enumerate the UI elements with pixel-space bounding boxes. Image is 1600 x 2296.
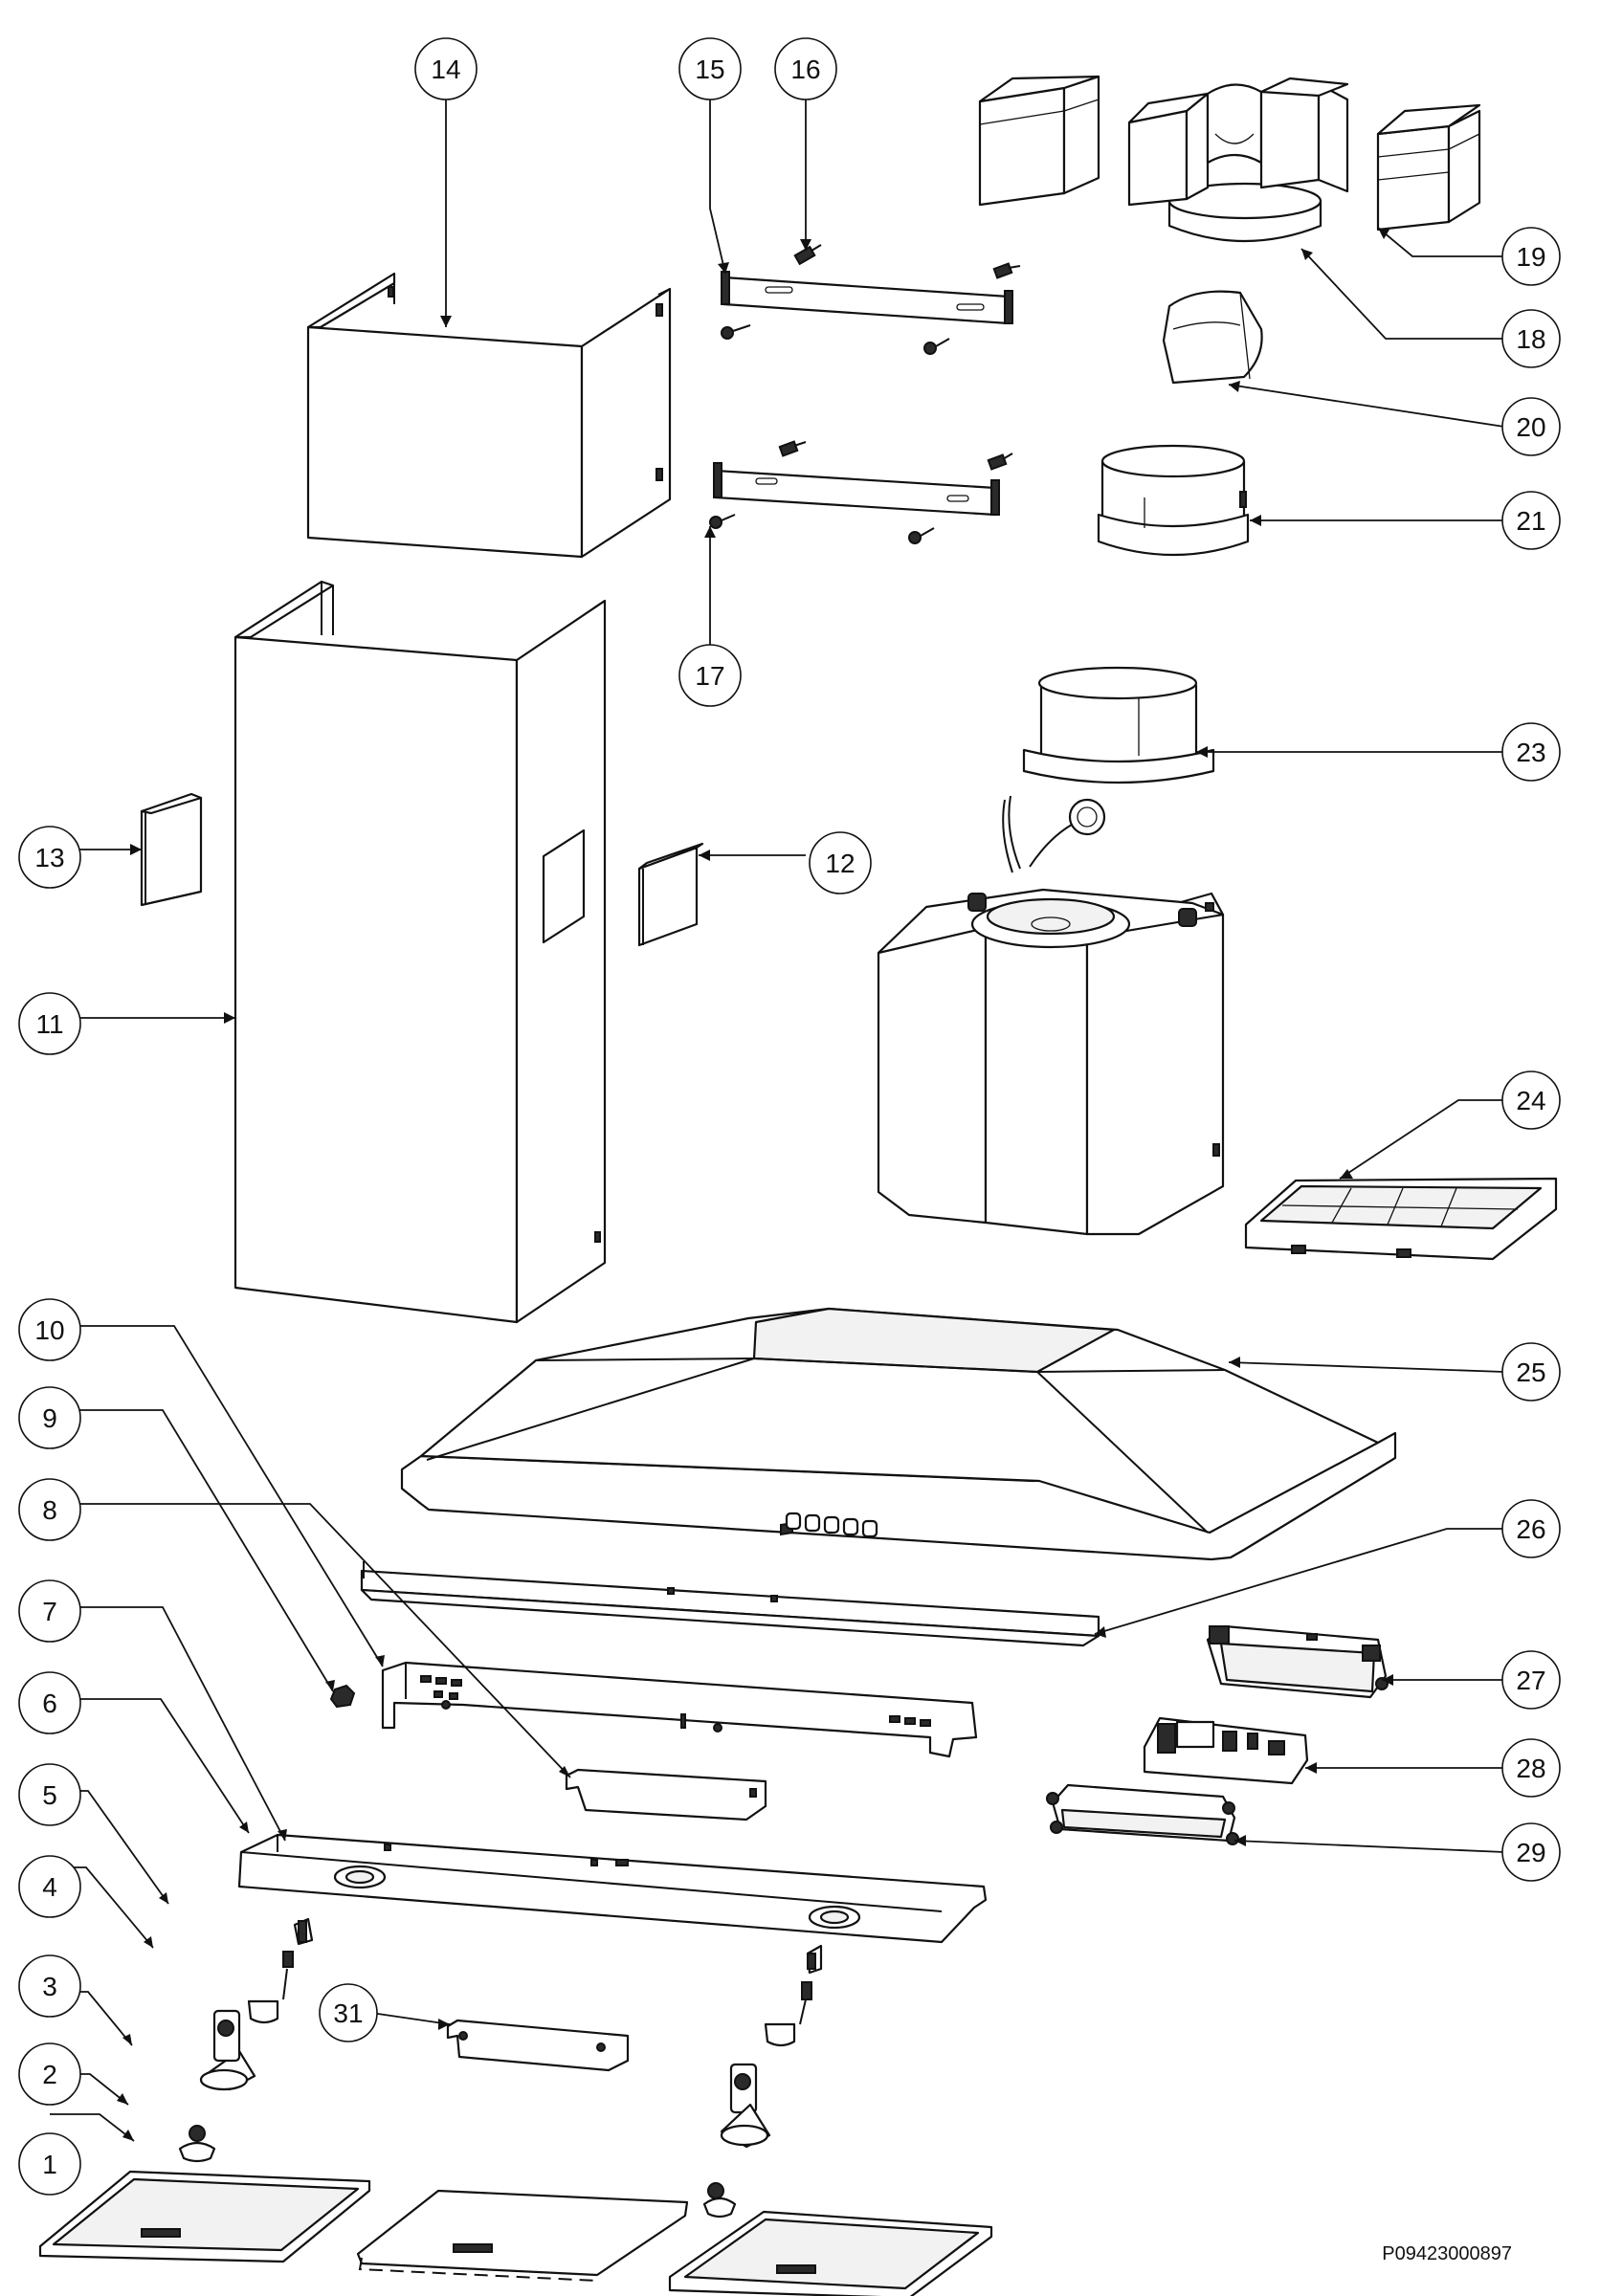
callout-16: 16: [774, 37, 837, 100]
svg-text:6: 6: [42, 1689, 57, 1718]
callout-27: 27: [1501, 1650, 1561, 1710]
svg-text:20: 20: [1516, 412, 1545, 442]
parts: [38, 75, 1558, 2296]
svg-text:9: 9: [42, 1403, 57, 1433]
svg-text:17: 17: [695, 661, 724, 691]
svg-text:29: 29: [1516, 1838, 1545, 1867]
svg-text:1: 1: [42, 2150, 57, 2179]
svg-text:15: 15: [695, 55, 724, 84]
callout-28: 28: [1501, 1738, 1561, 1798]
part-grease-filter-3: [668, 2210, 993, 2296]
part-motor-housing: [877, 795, 1225, 1236]
svg-text:19: 19: [1516, 242, 1545, 272]
part-canopy: [400, 1307, 1397, 1561]
part-lamp-connector-right: [764, 1944, 823, 2047]
svg-text:13: 13: [34, 843, 64, 872]
svg-text:5: 5: [42, 1780, 57, 1810]
svg-text:25: 25: [1516, 1358, 1545, 1387]
callout-17: 17: [678, 644, 742, 707]
drawing-code: P09423000897: [1382, 2243, 1512, 2264]
part-grease-filter-1: [38, 2170, 371, 2263]
svg-text:31: 31: [333, 1998, 363, 2028]
part-lamp-holder-right: [702, 2063, 771, 2219]
svg-text:10: 10: [34, 1315, 64, 1345]
callout-23: 23: [1501, 722, 1561, 782]
callout-18: 18: [1501, 309, 1561, 368]
part-cover-plate: [1046, 1783, 1239, 1845]
callout-26: 26: [1501, 1499, 1561, 1558]
callout-9: 9: [18, 1386, 81, 1449]
part-lower-chimney: [233, 580, 607, 1324]
svg-text:18: 18: [1516, 324, 1545, 354]
svg-text:2: 2: [42, 2060, 57, 2089]
svg-text:23: 23: [1516, 738, 1545, 767]
part-upper-chimney: [306, 272, 672, 559]
svg-text:11: 11: [35, 1009, 63, 1039]
callout-1: 1: [18, 2132, 81, 2196]
callout-20: 20: [1501, 397, 1561, 456]
part-duct-sections: [978, 75, 1481, 232]
svg-text:28: 28: [1516, 1754, 1545, 1783]
part-circuit-board: [1143, 1716, 1309, 1785]
part-lamp-plate: [237, 1833, 988, 1944]
part-grease-filter-2: [356, 2189, 689, 2282]
svg-text:14: 14: [431, 55, 460, 84]
part-bracket-screws-lower: [709, 440, 1013, 544]
part-control-bracket: [446, 2019, 630, 2072]
part-lamp-connector-left: [247, 1917, 314, 2024]
callout-5: 5: [18, 1763, 81, 1826]
part-lower-bracket: [713, 462, 1000, 517]
callouts: 1 2 3 4 5 6 7 8 9 10 11 12 13 14 15 16 1…: [18, 37, 1561, 2196]
callout-31: 31: [319, 1983, 378, 2042]
part-small-bracket: [565, 1768, 767, 1821]
callout-29: 29: [1501, 1822, 1561, 1882]
part-y-junction: [1127, 77, 1349, 243]
svg-text:3: 3: [42, 1972, 57, 2001]
svg-text:26: 26: [1516, 1514, 1545, 1544]
part-spacer-left: [140, 792, 203, 907]
part-reducer: [1022, 666, 1215, 784]
callout-21: 21: [1501, 491, 1561, 550]
callout-10: 10: [18, 1298, 81, 1361]
svg-text:8: 8: [42, 1495, 57, 1525]
svg-text:16: 16: [790, 55, 820, 84]
callout-24: 24: [1501, 1071, 1561, 1130]
svg-text:7: 7: [42, 1597, 57, 1626]
callout-15: 15: [678, 37, 742, 100]
callout-2: 2: [18, 2042, 81, 2106]
callout-6: 6: [18, 1671, 81, 1734]
callout-19: 19: [1501, 227, 1561, 286]
callout-25: 25: [1501, 1342, 1561, 1402]
part-spacer-right: [637, 842, 704, 947]
part-elbow-cap: [1162, 290, 1263, 385]
part-charcoal-filter: [1244, 1177, 1558, 1261]
svg-text:27: 27: [1516, 1666, 1545, 1695]
svg-text:24: 24: [1516, 1086, 1545, 1115]
callout-14: 14: [414, 37, 478, 100]
callout-11: 11: [18, 992, 81, 1055]
part-bracket-screws-upper: [721, 244, 1021, 355]
callout-12: 12: [809, 831, 872, 894]
part-front-rail: [360, 1561, 1100, 1647]
part-switch-box: [1206, 1624, 1389, 1699]
callout-3: 3: [18, 1954, 81, 2018]
part-upper-plate: [381, 1661, 978, 1758]
part-upper-bracket: [721, 271, 1013, 325]
callout-13: 13: [18, 826, 81, 889]
part-valve-collar: [1097, 444, 1250, 557]
callout-7: 7: [18, 1579, 81, 1643]
arrowheads: [117, 228, 1393, 2141]
svg-text:4: 4: [42, 1872, 57, 1902]
callout-8: 8: [18, 1478, 81, 1541]
svg-text:21: 21: [1516, 506, 1545, 536]
part-nut: [329, 1684, 356, 1709]
callout-4: 4: [18, 1855, 81, 1918]
svg-text:12: 12: [825, 849, 855, 878]
part-lamp-holder-left: [178, 2009, 256, 2163]
